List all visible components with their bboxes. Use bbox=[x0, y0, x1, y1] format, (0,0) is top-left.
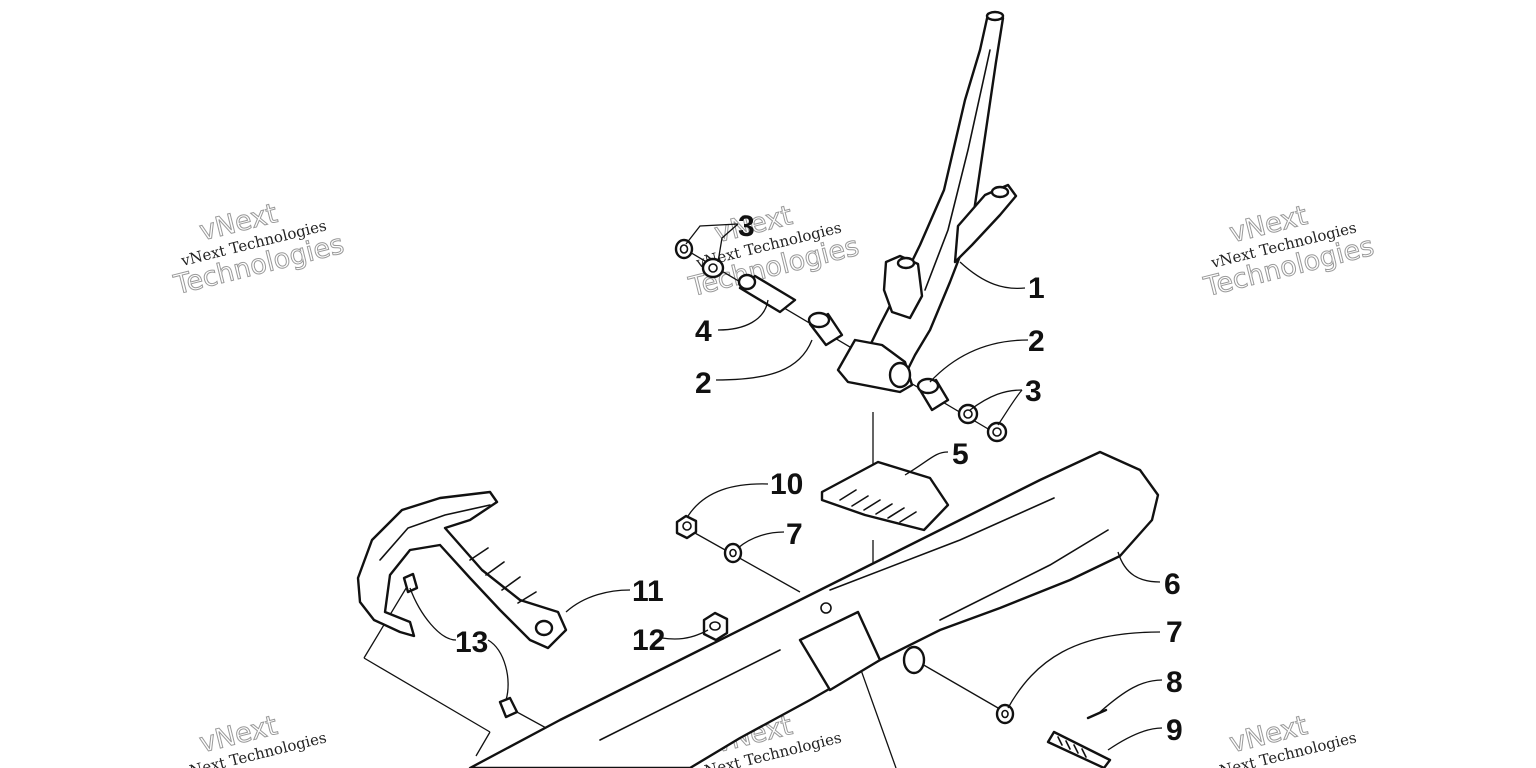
callout-3-right: 3 bbox=[1025, 375, 1042, 408]
callout-5: 5 bbox=[952, 438, 969, 471]
washer-part-7b bbox=[995, 703, 1015, 725]
callout-6: 6 bbox=[1164, 568, 1181, 601]
callout-12: 12 bbox=[632, 624, 665, 657]
watermark-top-left: vNext vNext Technologies Technologies bbox=[170, 198, 348, 302]
watermark-bottom-right: vNext vNext Technologies bbox=[1208, 710, 1358, 768]
nut-part-12 bbox=[702, 611, 729, 642]
callout-1: 1 bbox=[1028, 272, 1045, 305]
ski-part bbox=[468, 450, 1160, 768]
watermark-top-right: vNext vNext Technologies Technologies bbox=[1200, 200, 1378, 304]
callout-3-top: 3 bbox=[738, 210, 755, 243]
bushing-part-left bbox=[807, 311, 844, 347]
watermark-bottom-left: vNext vNext Technologies bbox=[178, 710, 328, 768]
washer-part-7a bbox=[723, 542, 743, 564]
callout-labels: 1 2 3 3 4 2 5 10 7 6 11 7 12 13 8 9 bbox=[455, 210, 1183, 747]
washer-part-3b bbox=[701, 257, 725, 279]
callout-7-left: 7 bbox=[786, 518, 803, 551]
callout-9: 9 bbox=[1166, 714, 1183, 747]
callout-4: 4 bbox=[695, 315, 712, 348]
washer-part-3d bbox=[986, 421, 1008, 443]
bushing-part-right bbox=[916, 377, 950, 412]
washer-part-3c bbox=[957, 403, 979, 425]
bolt-part bbox=[1046, 730, 1112, 768]
bushing-part-13b bbox=[498, 696, 519, 719]
cotter-pin-part bbox=[1086, 708, 1108, 720]
steering-post-part bbox=[836, 10, 1018, 394]
callout-2-left: 2 bbox=[695, 367, 712, 400]
bushing-part-13a bbox=[402, 572, 419, 594]
callout-8: 8 bbox=[1166, 666, 1183, 699]
washer-part-3a bbox=[674, 238, 694, 260]
callout-13: 13 bbox=[455, 626, 488, 659]
callout-leader-lines bbox=[409, 223, 1163, 751]
lock-nut-part-10 bbox=[675, 514, 698, 540]
callout-10: 10 bbox=[770, 468, 803, 501]
callout-7-right: 7 bbox=[1166, 616, 1183, 649]
ski-handle-part bbox=[356, 490, 568, 650]
wear-pad-part bbox=[820, 460, 950, 532]
callout-2-right: 2 bbox=[1028, 325, 1045, 358]
callout-11: 11 bbox=[632, 575, 664, 608]
